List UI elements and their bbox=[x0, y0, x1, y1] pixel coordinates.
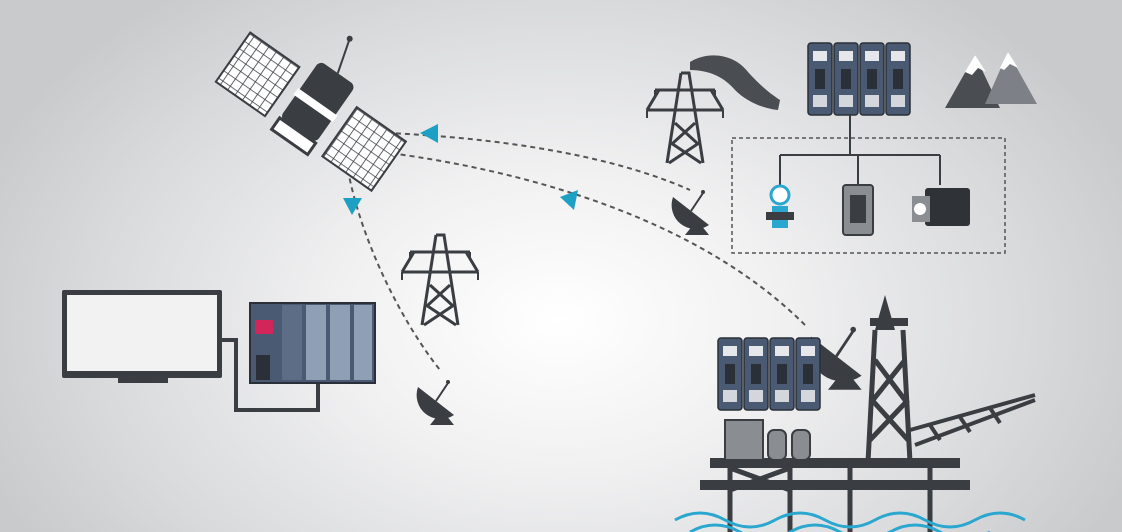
river-icon bbox=[690, 55, 780, 110]
transmission-tower-icon bbox=[645, 71, 725, 165]
transmission-tower-icon bbox=[400, 233, 480, 327]
io-bus-lines bbox=[779, 115, 941, 185]
field-devices-box bbox=[731, 137, 1006, 254]
io-module-icon bbox=[833, 42, 859, 116]
monitor-icon bbox=[62, 290, 222, 383]
servo-motor-icon bbox=[912, 188, 970, 226]
link-satellite-to-control-dish bbox=[344, 151, 441, 371]
oil-rig-icon bbox=[700, 295, 1036, 532]
arrow-icon bbox=[420, 124, 438, 143]
sensor-icon bbox=[842, 184, 874, 236]
io-module-group bbox=[807, 42, 911, 116]
flowmeter-icon bbox=[766, 184, 794, 228]
plc-rack-icon bbox=[249, 302, 376, 384]
satellite-icon bbox=[214, 31, 408, 193]
satellite-dish-icon bbox=[670, 189, 710, 236]
arrow-icon bbox=[343, 198, 362, 215]
io-module-icon bbox=[743, 337, 769, 411]
io-module-icon bbox=[769, 337, 795, 411]
io-module-icon bbox=[859, 42, 885, 116]
io-module-icon bbox=[795, 337, 821, 411]
io-module-icon bbox=[885, 42, 911, 116]
io-module-icon bbox=[807, 42, 833, 116]
mountains-icon bbox=[945, 52, 1037, 108]
link-satellite-to-rig-dish bbox=[364, 149, 806, 326]
waves-icon bbox=[674, 511, 1026, 532]
io-module-icon bbox=[717, 337, 743, 411]
link-satellite-to-remote-dish bbox=[359, 131, 691, 191]
satellite-dish-icon bbox=[415, 379, 455, 426]
arrow-icon bbox=[560, 190, 578, 210]
monitor-cable bbox=[222, 338, 320, 412]
